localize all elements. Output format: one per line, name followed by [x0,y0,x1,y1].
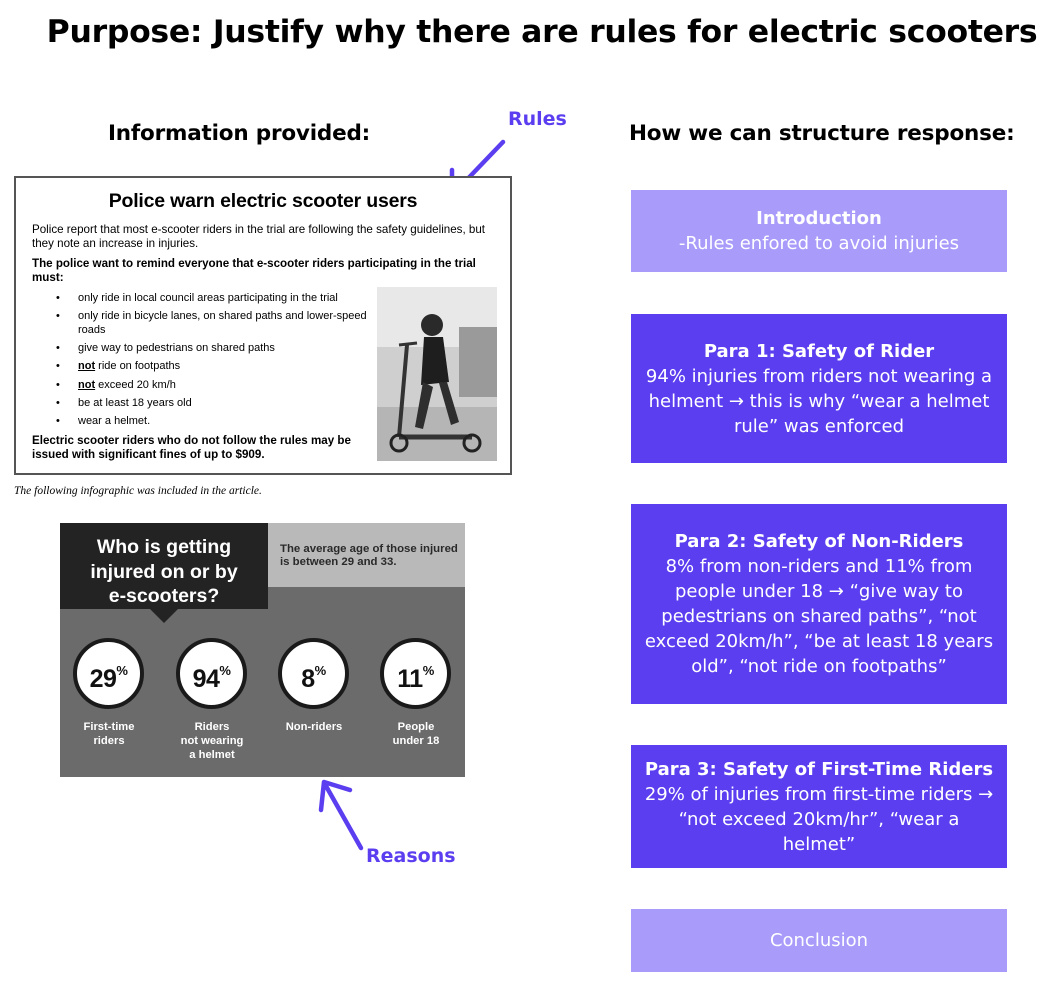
structure-para-2-body: 8% from non-riders and 11% from people u… [644,556,994,677]
structure-para-3-title: Para 3: Safety of First-Time Riders [644,758,994,780]
stat-first-time-riders: 29% [73,638,144,709]
page-title: Purpose: Justify why there are rules for… [46,14,1038,50]
bullet-icon: • [56,342,60,355]
structure-response-heading: How we can structure response: [629,121,1015,146]
structure-para-3: Para 3: Safety of First-Time Riders 29% … [631,745,1007,868]
question-banner [60,523,268,623]
stat-label-first-time-riders: First-time riders [83,721,135,747]
structure-para-3-body: 29% of injuries from first-time riders →… [644,783,994,855]
rule-item: •not ride on footpaths [56,360,181,373]
rule-item: •give way to pedestrians on shared paths [56,342,275,355]
bullet-icon: • [56,415,60,428]
structure-introduction-body: -Rules enfored to avoid injuries [678,233,960,254]
average-age-text: The average age of those injured is betw… [280,543,458,568]
stat-label-non-riders: Non-riders [285,721,343,733]
rules-list: •only ride in local council areas partic… [56,292,376,434]
average-age-band [268,523,465,587]
infographic-caption: The following infographic was included i… [14,485,262,497]
bullet-icon: • [56,310,60,323]
rule-item: •only ride in local council areas partic… [56,292,338,304]
rule-item: •wear a helmet. [56,415,151,428]
reasons-annotation: Reasons [366,845,456,867]
article-headline: Police warn electric scooter users [108,190,418,212]
rules-annotation: Rules [508,108,567,130]
structure-para-1-body: 94% injuries from riders not wearing a h… [645,365,993,437]
stat-label-under-18: People under 18 [392,721,440,747]
rule-item: •only ride in bicycle lanes, on shared p… [56,310,367,336]
stat-under-18: 11% [380,638,451,709]
information-provided-heading: Information provided: [108,121,371,146]
stat-non-riders: 8% [278,638,349,709]
structure-para-2: Para 2: Safety of Non-Riders 8% from non… [631,504,1007,704]
structure-para-1: Para 1: Safety of Rider 94% injuries fro… [631,314,1007,463]
reasons-arrow-icon [318,779,364,851]
bullet-icon: • [56,360,60,373]
structure-para-1-title: Para 1: Safety of Rider [703,340,935,362]
structure-introduction: Introduction -Rules enfored to avoid inj… [631,190,1007,272]
bullet-icon: • [56,292,60,304]
article-closing: Electric scooter riders who do not follo… [32,434,351,461]
injury-infographic: The average age of those injured is betw… [60,523,465,777]
bullet-icon: • [56,396,60,409]
news-article: Police warn electric scooter users Polic… [14,176,512,475]
structure-introduction-title: Introduction [756,208,882,229]
rule-item: •be at least 18 years old [56,396,192,409]
structure-conclusion-body: Conclusion [769,930,869,951]
article-lead: The police want to remind everyone that … [32,257,476,284]
scooter-rider-photo [377,287,497,461]
structure-para-2-title: Para 2: Safety of Non-Riders [674,531,964,552]
stat-no-helmet: 94% [176,638,247,709]
infographic-question: Who is getting injured on or by e-scoote… [90,536,238,607]
bullet-icon: • [56,378,60,391]
article-intro: Police report that most e-scooter riders… [32,223,486,250]
rule-item: •not exceed 20 km/h [56,378,176,391]
stat-label-no-helmet: Riders not wearing a helmet [180,721,244,761]
structure-conclusion: Conclusion [631,909,1007,972]
